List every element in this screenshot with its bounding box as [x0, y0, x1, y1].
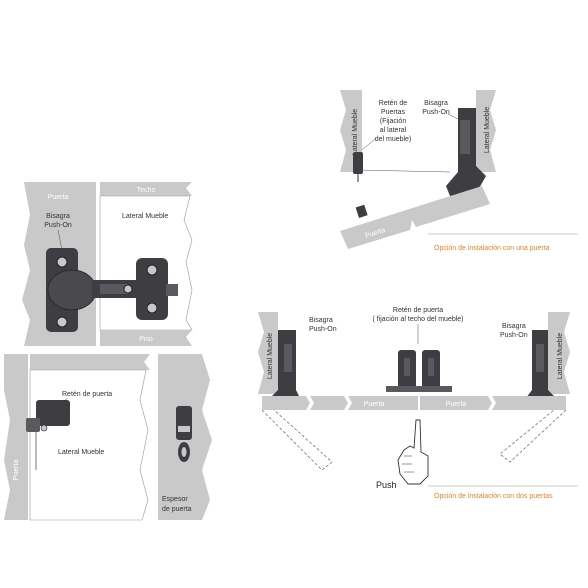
door-break-2 [344, 396, 352, 410]
hinge-label-2: Push-On [422, 109, 450, 116]
thickness-label-1: Espesor [162, 496, 188, 503]
screw-bottom [56, 316, 68, 328]
latch-leader [361, 137, 377, 151]
ceiling-panel [100, 182, 192, 196]
two-door-installation: Lateral Mueble Lateral Mueble Bisagra Pu… [258, 307, 578, 500]
open-door [340, 186, 490, 249]
door-left-label: Puerta [364, 401, 385, 408]
hinge-cup [47, 269, 97, 311]
one-door-installation: Lateral Mueble Lateral Mueble Retén de P… [340, 90, 578, 252]
hinge-right-label-2: Push-On [500, 332, 528, 339]
right-hinge-detail [536, 344, 544, 372]
finger-lines [402, 455, 414, 473]
hinge-right-label-1: Bisagra [502, 323, 526, 330]
door-label: Puerta [48, 194, 69, 201]
latch-label-4: al lateral [380, 127, 407, 134]
right-cabinet-side [548, 312, 570, 394]
hinge-label-line2: Push-On [44, 222, 72, 229]
screw-top [56, 256, 68, 268]
left-hinge-detail [284, 344, 292, 372]
ceiling-label: Techo [137, 187, 156, 194]
latch-left-detail [404, 358, 410, 376]
latch-body [36, 400, 70, 426]
right-side-label: Lateral Mueble [557, 333, 564, 379]
latch-label-2: Puertas [381, 109, 406, 116]
hinge-label-line1: Bisagra [46, 213, 70, 220]
hinge-left-label-2: Push-On [309, 326, 337, 333]
floor-label: Piso [139, 336, 153, 343]
right-side-label: Lateral Mueble [484, 107, 491, 153]
hinge-side-slot-hole [181, 447, 187, 457]
mounting-plate [136, 258, 168, 320]
swing-line [357, 169, 451, 173]
hinge-side-cap [178, 426, 190, 432]
latch-label: Retén de puerta [62, 391, 112, 398]
latch-label-1: Retén de [379, 100, 408, 107]
hinge-arm-detail [100, 284, 128, 294]
open-door-right-dashed [499, 409, 567, 463]
door-right-label: Puerta [446, 401, 467, 408]
left-side-label: Lateral Mueble [267, 333, 274, 379]
floor-panel [100, 330, 192, 346]
latch-label-5: del mueble) [375, 136, 412, 143]
hinge-left-label-1: Bisagra [309, 317, 333, 324]
plate-tab [166, 284, 178, 296]
latch-tip [26, 418, 40, 432]
latch-side-view: Puerta Retén de puerta Lateral Mueble [4, 354, 150, 521]
cabinet-side-label: Lateral Mueble [122, 213, 168, 220]
door-left [262, 396, 418, 410]
plate-screw-top [146, 264, 158, 276]
plate-screw-bottom [146, 302, 158, 314]
open-hinge-detail [460, 120, 470, 154]
cabinet-top-band [30, 354, 150, 370]
latch-label-2: ( fijación al techo del mueble) [372, 316, 463, 323]
arm-screw [123, 284, 133, 294]
latch-right-detail [428, 358, 434, 376]
door-break-1 [306, 396, 314, 410]
thickness-label-2: de puerta [162, 506, 192, 513]
hinge-label-1: Bisagra [424, 100, 448, 107]
cabinet-side-label: Lateral Mueble [58, 449, 104, 456]
option-two-doors-label: Opción de instalación con dos puertas [434, 493, 553, 500]
door-label-vertical: Puerta [13, 460, 20, 481]
latch-screw [40, 424, 48, 432]
open-door-left-dashed [261, 409, 333, 471]
door-thickness-view: Espesor de puerta [158, 354, 212, 520]
latch-label-1: Retén de puerta [393, 307, 443, 314]
hinge-front-view: Puerta Techo Bisagra Push-On Lateral Mue… [22, 182, 193, 346]
left-side-label: Lateral Mueble [352, 109, 359, 155]
push-hand-icon [397, 419, 429, 485]
left-cabinet-side [340, 90, 362, 172]
latch-label-3: (Fijación [380, 118, 407, 125]
strike-plate [355, 204, 368, 218]
push-label: Push [376, 480, 397, 490]
option-one-door-label: Opción de instalación con una puerta [434, 245, 550, 252]
latch-base [386, 386, 452, 392]
hinge-side-body [176, 406, 192, 440]
hinge-leader [57, 229, 63, 251]
door-strip [4, 354, 28, 520]
side-latch [353, 152, 363, 174]
left-cabinet-side [258, 312, 278, 394]
right-cabinet-side [476, 90, 496, 172]
door-break-3 [488, 396, 496, 410]
